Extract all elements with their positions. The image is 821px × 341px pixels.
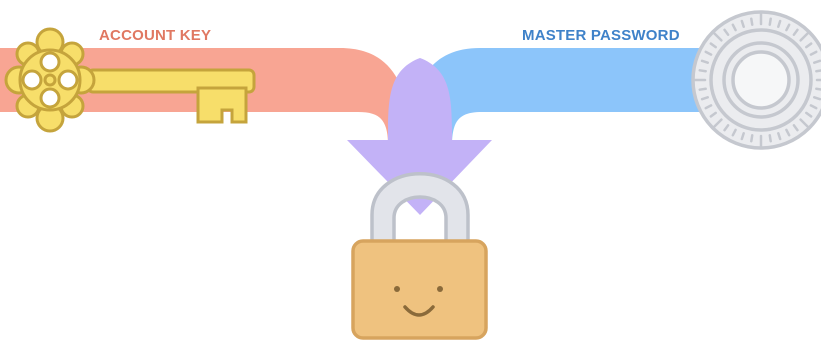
dial-tick (700, 89, 706, 90)
dial-tick (742, 133, 744, 139)
combination-dial-icon (693, 12, 821, 148)
dial-tick (702, 97, 708, 99)
dial-tick (816, 70, 821, 71)
padlock-right-eye (437, 286, 443, 292)
dial-tick (751, 19, 752, 25)
dial-tick (778, 133, 780, 139)
dial-tick (751, 135, 752, 141)
dial-tick (816, 89, 821, 90)
dial-tick (702, 61, 708, 63)
padlock-body (353, 241, 486, 338)
key-icon (6, 29, 254, 131)
dial-tick (778, 21, 780, 27)
account-key-label: ACCOUNT KEY (99, 27, 211, 44)
dial-tick (814, 97, 820, 99)
dial-tick (700, 70, 706, 71)
padlock-icon (353, 174, 486, 338)
dial-tick (770, 19, 771, 25)
dial-tick (742, 21, 744, 27)
dial-tick (770, 135, 771, 141)
master-password-label: MASTER PASSWORD (522, 27, 680, 44)
dial-tick (814, 61, 820, 63)
padlock-left-eye (394, 286, 400, 292)
